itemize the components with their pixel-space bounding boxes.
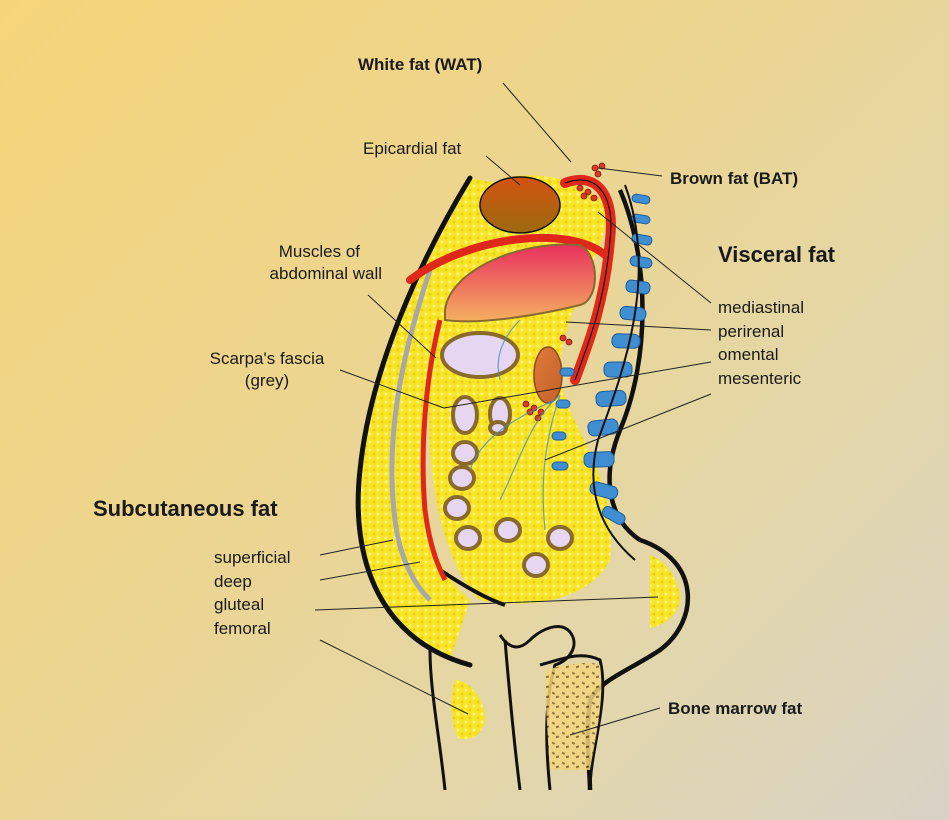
- muscles-label-line1: Muscles of: [232, 241, 382, 263]
- stomach: [442, 333, 518, 377]
- scarpas-label-line2: (grey): [197, 370, 337, 392]
- epicardial-fat-label: Epicardial fat: [363, 138, 461, 160]
- visceral-fat-heading: Visceral fat: [718, 242, 835, 268]
- muscles-label-line2: abdominal wall: [232, 263, 382, 285]
- femoral-fat: [452, 680, 485, 739]
- visceral-item: mediastinal: [718, 296, 804, 320]
- thigh-outline-2: [505, 640, 520, 790]
- white-fat-label: White fat (WAT): [358, 54, 482, 76]
- scarpas-fascia-label: Scarpa's fascia (grey): [197, 348, 337, 392]
- visceral-item: mesenteric: [718, 367, 804, 391]
- subcutaneous-item: deep: [214, 570, 291, 594]
- bone-marrow-fat-label: Bone marrow fat: [668, 698, 802, 720]
- scarpas-label-line1: Scarpa's fascia: [197, 348, 337, 370]
- subcutaneous-fat-heading: Subcutaneous fat: [93, 496, 278, 522]
- visceral-item: perirenal: [718, 320, 804, 344]
- brown-fat-label: Brown fat (BAT): [670, 168, 798, 190]
- visceral-fat-list: mediastinal perirenal omental mesenteric: [718, 296, 804, 390]
- subcutaneous-item: femoral: [214, 617, 291, 641]
- subcutaneous-item: superficial: [214, 546, 291, 570]
- subcutaneous-fat-list: superficial deep gluteal femoral: [214, 546, 291, 640]
- thigh-outline: [430, 650, 445, 790]
- kidney: [534, 347, 562, 403]
- heart: [480, 177, 560, 233]
- visceral-item: omental: [718, 343, 804, 367]
- muscles-label: Muscles of abdominal wall: [232, 241, 382, 285]
- subcutaneous-item: gluteal: [214, 593, 291, 617]
